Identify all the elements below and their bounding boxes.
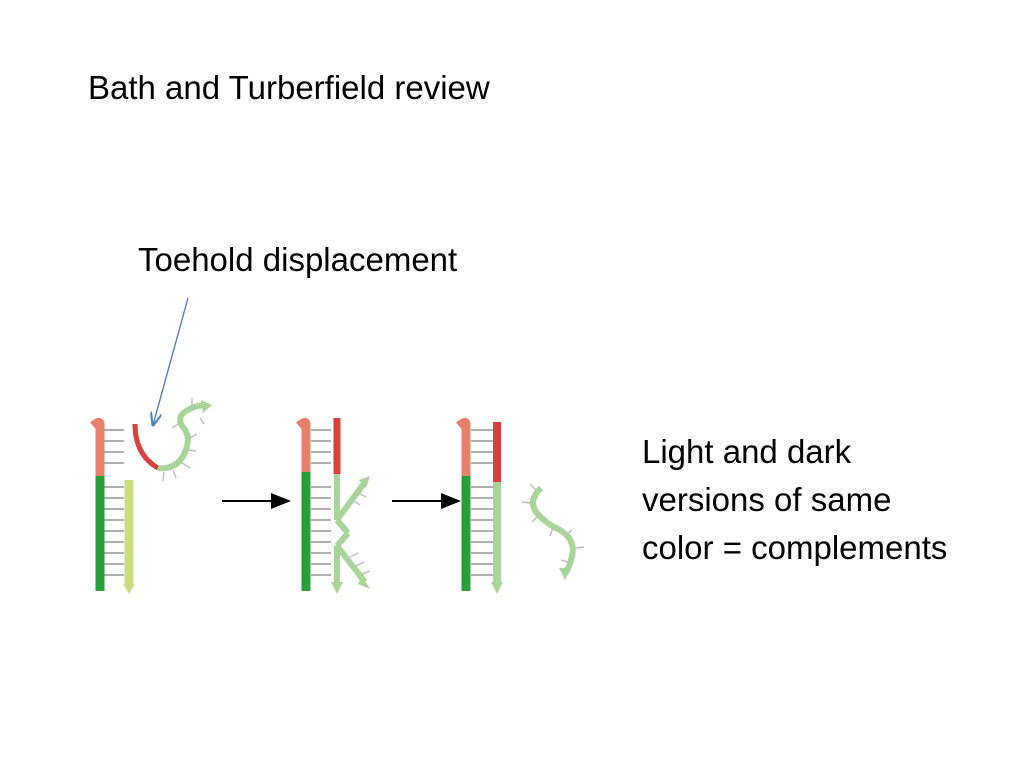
invader-strand-1 [157, 402, 208, 472]
final-complex [456, 417, 585, 594]
base-pair-rungs-1 [104, 429, 124, 576]
toehold-domain-3 [456, 417, 471, 476]
base-pair-rungs-2 [311, 429, 331, 576]
initial-complex [90, 398, 212, 594]
base-pair-rungs-3 [471, 429, 493, 576]
complement-note: Light and dark versions of same color = … [642, 428, 947, 572]
intermediate-complex [296, 417, 371, 594]
branch-migration-strands [334, 474, 368, 584]
invader-toehold-1 [132, 423, 160, 471]
toehold-domain-2 [296, 417, 311, 472]
slide-title: Bath and Turberfield review [88, 69, 490, 106]
note-line-3: color = complements [642, 529, 948, 566]
toehold-domain-1 [90, 417, 105, 476]
released-strand [529, 485, 576, 574]
note-line-1: Light and dark [642, 433, 852, 470]
callout-arrow-icon [153, 297, 189, 425]
note-line-2: versions of same [642, 481, 892, 518]
toehold-callout-label: Toehold displacement [138, 241, 458, 278]
